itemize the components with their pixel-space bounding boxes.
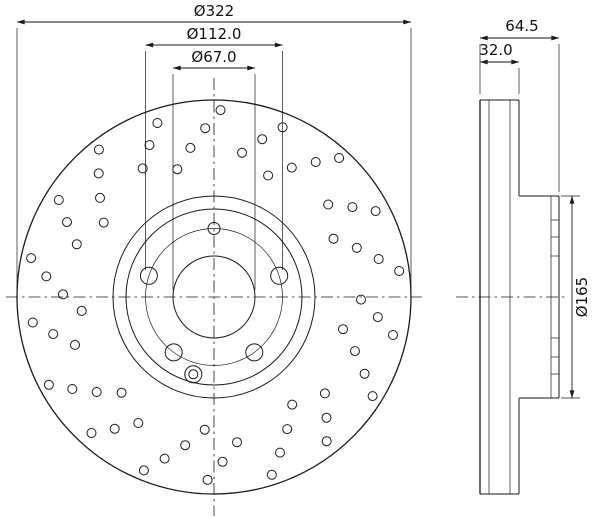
label-bolt-circle-diameter: Ø112.0 [187,25,242,43]
outer-edge-circle [16,99,412,495]
drilled-hole [356,294,366,305]
drilled-hole [133,418,144,428]
drilled-hole [367,391,378,402]
bolt-hole [207,222,221,235]
label-overall-width: 64.5 [505,17,538,35]
lug-bolt-holes [139,222,289,362]
drilled-hole [93,168,104,179]
hat-step-circle [125,208,303,386]
drilled-hole [199,424,210,435]
drilled-hole [172,164,183,175]
pin-hole-inner [188,369,199,380]
drilled-hole [321,436,332,447]
drilled-hole [144,140,155,151]
drilled-hole [91,387,102,397]
drilled-hole [373,254,384,264]
bolt-hole [270,266,289,285]
drilled-hole [70,339,80,350]
bolt-hole [139,266,158,285]
drilled-hole [323,199,334,210]
front-view-dimensions: Ø322 Ø112.0 Ø67.0 [16,2,412,292]
drilled-hole [232,437,242,448]
drilled-hole [217,456,228,467]
drilled-hole [41,271,52,282]
drilled-hole [27,317,38,328]
label-outer-diameter: Ø322 [194,2,234,20]
drilled-hole [328,233,339,244]
drilled-hole [202,474,213,485]
locating-pin-hole [184,365,203,384]
drilled-hole [180,440,191,451]
drilled-hole [237,147,247,158]
drilled-hole [86,428,97,438]
drilled-hole [257,134,268,145]
drilled-hole [62,217,72,228]
drilled-hole [351,242,362,253]
drilled-hole [287,399,298,410]
drilled-hole [347,202,358,213]
pin-hole-outer [184,365,203,384]
drilled-hole [200,123,211,134]
center-bore-circle [172,255,256,339]
drilled-hole [319,388,330,399]
drilled-hole [334,153,345,163]
drilled-hole [109,423,120,434]
drilled-hole [53,195,64,205]
drilled-hole [350,346,360,357]
drilled-hole [137,163,148,174]
drilled-hole [93,144,104,155]
bolt-circle [145,228,283,366]
label-hat-diameter: Ø165 [573,277,591,317]
drilled-hole [26,253,37,264]
drilled-hole [67,384,78,394]
front-view [6,78,422,516]
drilled-hole [71,239,82,250]
hat-outer-circle [112,195,316,399]
drilled-hole [321,412,332,423]
drilled-hole [159,453,170,464]
drilled-hole [388,330,398,340]
drilled-hole [138,465,149,476]
drilled-hole [48,329,59,340]
drilled-hole [263,170,274,181]
drilled-hole [282,424,293,435]
drilled-hole [58,289,68,300]
drilled-hole [310,157,321,167]
label-center-bore-diameter: Ø67.0 [191,48,236,66]
drilled-hole [95,192,105,203]
side-view-dimensions: 64.5 32.0 Ø165 [479,17,591,399]
drilled-hole [152,118,163,128]
label-ring-thickness: 32.0 [479,41,512,59]
drilled-hole [76,305,87,316]
drilled-hole [116,387,127,398]
drilled-hole [215,105,226,116]
drilled-holes-pattern [26,105,405,485]
drilled-hole [394,266,405,276]
side-view [456,99,566,495]
drilled-hole [338,324,348,335]
drilled-hole [98,217,109,228]
drilled-hole [266,469,277,480]
bolt-hole [164,343,183,362]
drilled-hole [370,206,381,217]
bolt-hole [245,343,264,362]
drilled-hole [286,162,297,173]
drilled-hole [275,447,285,458]
drilled-hole [359,368,370,379]
drilled-hole [185,142,196,153]
drilled-hole [43,379,54,390]
drilled-hole [372,312,383,323]
